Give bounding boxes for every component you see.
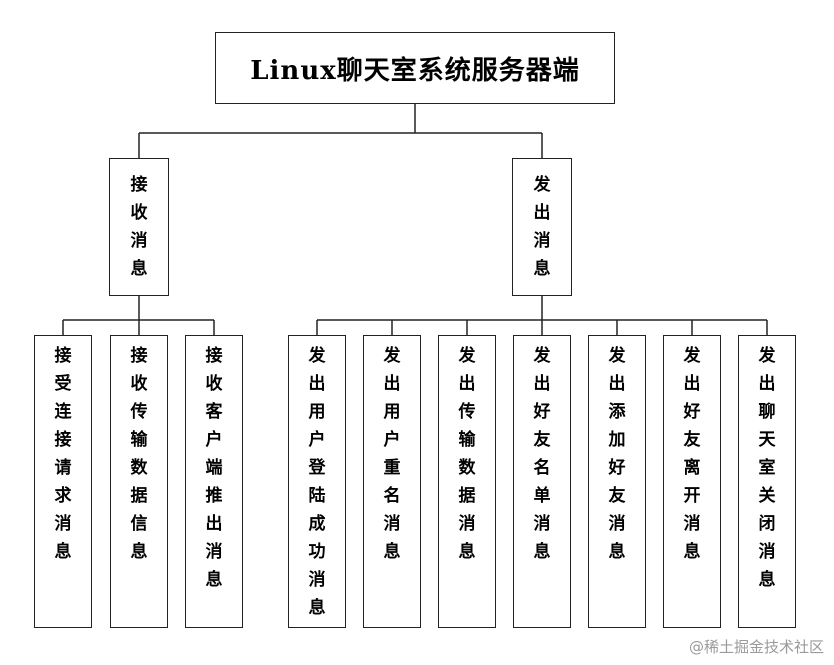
leaf-label: 发出好友离开消息 bbox=[683, 346, 701, 562]
leaf-receive-2: 接收传输数据信息 bbox=[110, 335, 168, 628]
leaf-send-1: 发出用户登陆成功消息 bbox=[288, 335, 346, 628]
branch-send: 发出消息 bbox=[512, 158, 572, 296]
leaf-send-5: 发出添加好友消息 bbox=[588, 335, 646, 628]
leaf-send-3: 发出传输数据消息 bbox=[438, 335, 496, 628]
leaf-label: 接收客户端推出消息 bbox=[205, 346, 223, 590]
leaf-send-2: 发出用户重名消息 bbox=[363, 335, 421, 628]
leaf-label: 接受连接请求消息 bbox=[54, 346, 72, 562]
leaf-send-4: 发出好友名单消息 bbox=[513, 335, 571, 628]
branch-receive: 接收消息 bbox=[109, 158, 169, 296]
branch-send-label: 发出消息 bbox=[533, 175, 551, 279]
watermark: @稀土掘金技术社区 bbox=[688, 638, 824, 656]
leaf-send-7: 发出聊天室关闭消息 bbox=[738, 335, 796, 628]
leaf-send-6: 发出好友离开消息 bbox=[663, 335, 721, 628]
leaf-label: 发出传输数据消息 bbox=[458, 346, 476, 562]
root-node: Linux聊天室系统服务器端 bbox=[215, 32, 615, 104]
leaf-label: 发出用户重名消息 bbox=[383, 346, 401, 562]
leaf-receive-1: 接受连接请求消息 bbox=[34, 335, 92, 628]
leaf-label: 发出添加好友消息 bbox=[608, 346, 626, 562]
branch-receive-label: 接收消息 bbox=[130, 175, 148, 279]
leaf-label: 接收传输数据信息 bbox=[130, 346, 148, 562]
root-label: Linux聊天室系统服务器端 bbox=[250, 55, 580, 86]
leaf-label: 发出聊天室关闭消息 bbox=[758, 346, 776, 590]
leaf-receive-3: 接收客户端推出消息 bbox=[185, 335, 243, 628]
leaf-label: 发出用户登陆成功消息 bbox=[308, 346, 326, 618]
leaf-label: 发出好友名单消息 bbox=[533, 346, 551, 562]
